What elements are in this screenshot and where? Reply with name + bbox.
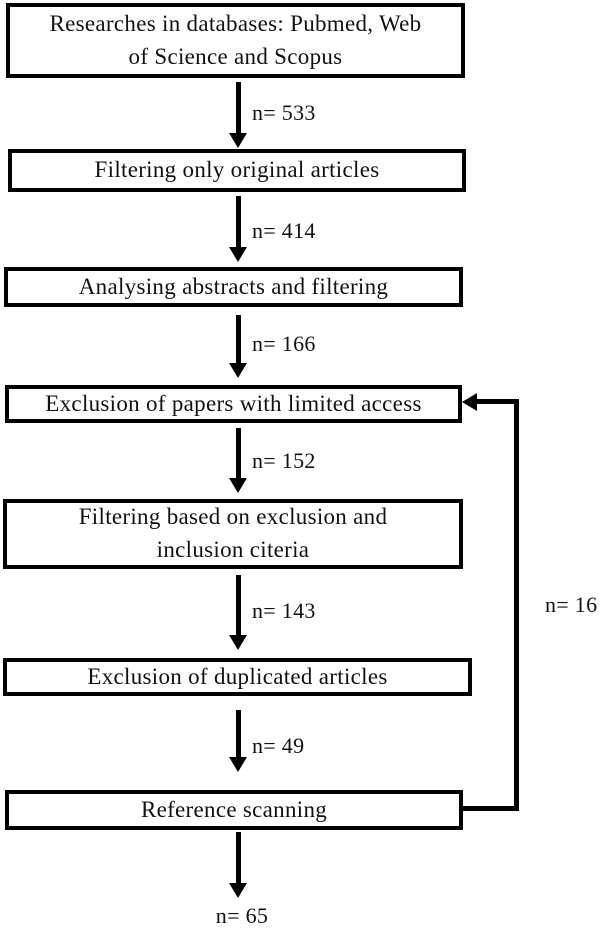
feedback-line-bottom	[463, 806, 519, 811]
down-arrowhead-icon	[229, 247, 247, 262]
down-arrowhead-icon	[229, 363, 247, 378]
flow-box-duplicate-exclusion: Exclusion of duplicated articles	[3, 658, 472, 696]
down-arrow-stem-3	[236, 315, 241, 363]
arrow-count-label-4: n= 152	[252, 448, 316, 473]
arrow-count-label-1: n= 533	[252, 100, 316, 125]
down-arrow-stem-7	[236, 832, 241, 883]
arrow-count-label-2: n= 414	[252, 218, 316, 243]
down-arrow-stem-1	[236, 82, 241, 133]
down-arrowhead-icon	[229, 757, 247, 772]
flow-box-abstract-analysis: Analysing abstracts and filtering	[4, 267, 463, 307]
down-arrowhead-icon	[229, 883, 247, 898]
down-arrow-stem-4	[236, 428, 241, 478]
arrow-count-label-7: n= 65	[215, 903, 269, 928]
down-arrow-stem-6	[236, 710, 241, 757]
down-arrowhead-icon	[229, 133, 247, 148]
flow-box-reference-scanning: Reference scanning	[5, 790, 463, 830]
flow-box-limited-access-exclusion: Exclusion of papers with limited access	[5, 385, 462, 423]
feedback-line-vertical	[514, 399, 519, 811]
arrow-count-label-5: n= 143	[252, 598, 316, 623]
feedback-count-label: n= 16	[545, 592, 598, 617]
feedback-line-top	[477, 399, 519, 404]
arrow-count-label-6: n= 49	[252, 733, 305, 758]
arrow-count-label-3: n= 166	[252, 331, 316, 356]
flow-box-original-articles-filter: Filtering only original articles	[8, 149, 466, 192]
down-arrowhead-icon	[229, 478, 247, 493]
left-arrowhead-icon	[462, 393, 477, 411]
down-arrowhead-icon	[229, 635, 247, 650]
down-arrow-stem-2	[236, 196, 241, 247]
flow-box-criteria-filter: Filtering based on exclusion and inclusi…	[3, 499, 463, 569]
flow-box-database-search: Researches in databases: Pubmed, Web of …	[6, 3, 465, 78]
down-arrow-stem-5	[236, 575, 241, 635]
